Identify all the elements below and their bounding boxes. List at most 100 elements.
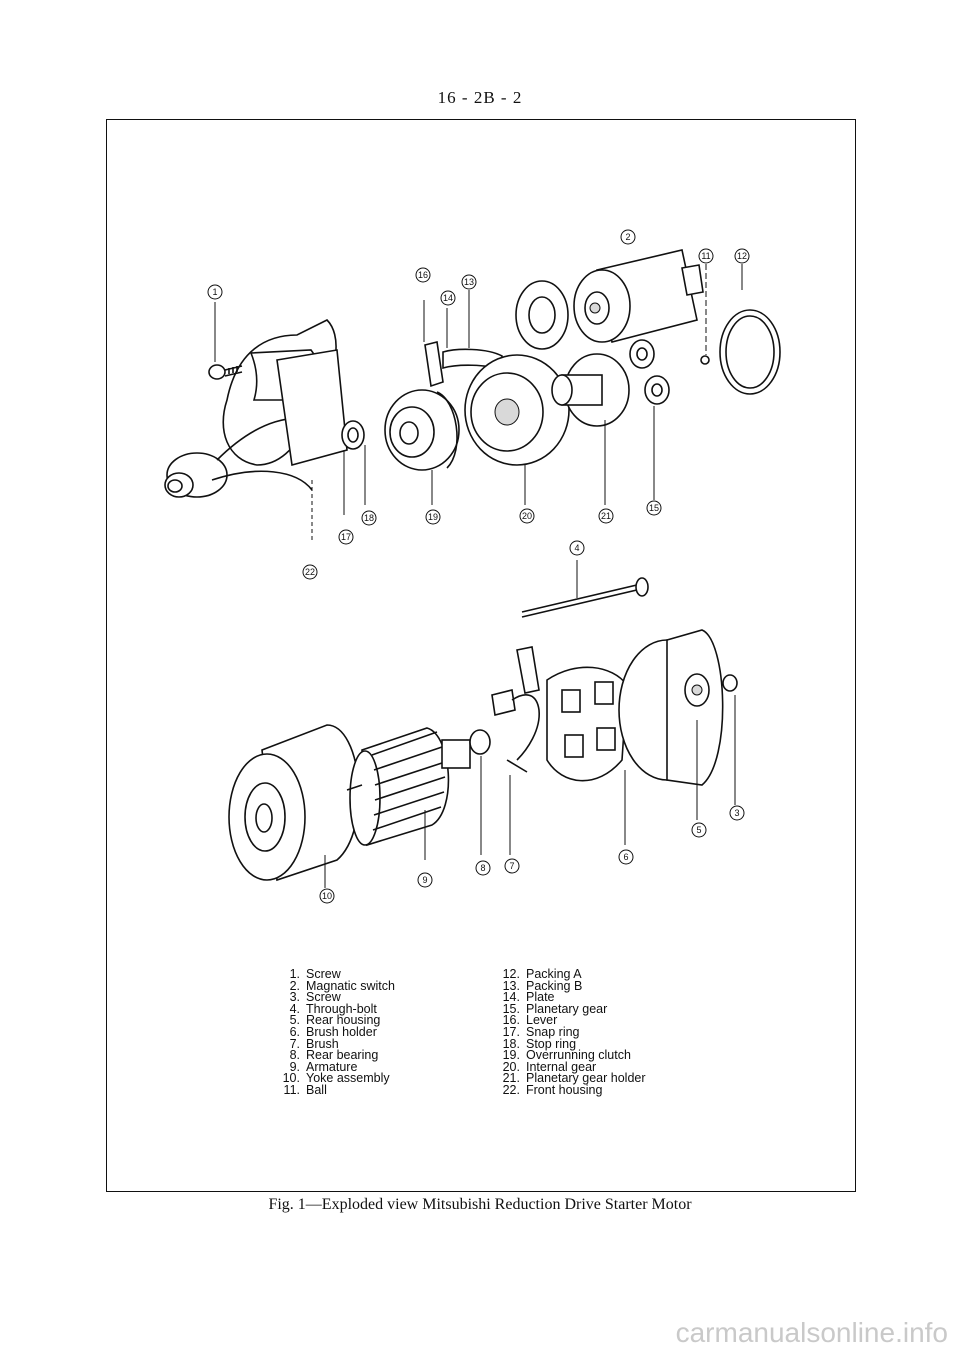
- callout-label-6: 6: [623, 852, 628, 862]
- magnetic-switch-drawing: [573, 249, 704, 343]
- legend-number: 18.: [502, 1036, 520, 1051]
- callout-label-22: 22: [305, 567, 315, 577]
- legend-label: Planetary gear holder: [526, 1071, 646, 1086]
- legend-number: 2.: [289, 978, 300, 993]
- legend-number: 6.: [289, 1024, 300, 1039]
- legend-item: 19.Overrunning clutch: [490, 1048, 710, 1063]
- legend-item: 11.Ball: [270, 1082, 490, 1097]
- legend-label: Brush holder: [306, 1024, 377, 1039]
- legend-item: 2.Magnatic switch: [270, 978, 490, 993]
- callout-label-8: 8: [480, 863, 485, 873]
- legend-label: Overrunning clutch: [526, 1048, 631, 1063]
- legend-label: Stop ring: [526, 1036, 577, 1051]
- rear-bearing-drawing: [469, 729, 491, 755]
- callout-label-10: 10: [322, 891, 332, 901]
- legend-number: 22.: [502, 1082, 520, 1097]
- screw-drawing: [208, 364, 243, 380]
- legend-item: 20.Internal gear: [490, 1061, 710, 1074]
- callout-label-12: 12: [737, 251, 747, 261]
- watermark: carmanualsonline.info: [675, 1317, 948, 1348]
- legend-number: 3.: [289, 990, 300, 1005]
- callout-12: 12: [734, 248, 750, 264]
- legend-item: 5. Rear housing: [270, 1013, 490, 1028]
- callout-18: 18: [361, 510, 377, 526]
- callout-5: 5: [691, 822, 707, 838]
- callout-label-19: 19: [428, 512, 438, 522]
- exploded-view-illustration: 1 2 3 4 5 6 7 8 9 10 11 12 13 14 15 16 1…: [164, 229, 781, 904]
- rear-screw-drawing: [722, 674, 738, 692]
- legend-number: 12.: [502, 967, 520, 981]
- legend-number: 14.: [502, 990, 520, 1005]
- legend-item: 15.Planetary gear: [490, 1003, 710, 1016]
- legend-number: 1.: [289, 967, 300, 981]
- legend-item: 8.Rear bearing: [270, 1049, 490, 1062]
- figure-frame: 1 2 3 4 5 6 7 8 9 10 11 12 13 14 15 16 1…: [106, 119, 856, 1192]
- callout-2: 2: [620, 229, 636, 245]
- legend-label: Packing A: [526, 967, 582, 981]
- legend-number: 7.: [289, 1036, 300, 1051]
- legend-item: 10.Yoke assembly: [270, 1071, 490, 1086]
- legend-label: Screw: [306, 990, 341, 1005]
- rear-housing-drawing: [618, 629, 724, 786]
- legend-item: 12. Packing A: [490, 967, 710, 981]
- callout-9: 9: [417, 872, 433, 888]
- legend-label: Rear housing: [306, 1013, 381, 1028]
- callout-1: 1: [207, 284, 223, 300]
- lever-drawing: [424, 341, 444, 388]
- callout-label-14: 14: [443, 293, 453, 303]
- legend-label: Through-bolt: [306, 1001, 377, 1016]
- ball-drawing: [700, 355, 710, 365]
- planetary-gear-holder-drawing: [551, 353, 630, 427]
- callout-3: 3: [729, 805, 745, 821]
- front-housing-drawing: [164, 319, 348, 498]
- callout-label-5: 5: [696, 825, 701, 835]
- callout-7: 7: [504, 858, 520, 874]
- legend-item: 9.Armature: [270, 1059, 490, 1074]
- legend-item: 22.Front housing: [490, 1082, 710, 1097]
- callout-10: 10: [319, 888, 335, 904]
- packing-ring-drawing: [719, 309, 781, 395]
- callout-4: 4: [569, 540, 585, 556]
- legend-number: 9.: [289, 1059, 300, 1074]
- legend-label: Packing B: [526, 978, 583, 993]
- callout-13: 13: [461, 274, 477, 290]
- callout-14: 14: [440, 290, 456, 306]
- callout-label-15: 15: [649, 503, 659, 513]
- figure-caption: Fig. 1—Exploded view Mitsubishi Reductio…: [268, 1196, 692, 1213]
- callout-6: 6: [618, 849, 634, 865]
- brush-drawing: [491, 646, 540, 773]
- legend-label: Snap ring: [526, 1024, 580, 1039]
- callout-22: 22: [302, 564, 318, 580]
- legend-column-left: 1. Screw 2.Magnatic switch 3. Screw 4.Thro…: [270, 967, 490, 1097]
- legend-item: 4.Through-bolt: [270, 1001, 490, 1016]
- legend-label: Ball: [306, 1082, 327, 1097]
- legend-item: 16. Lever: [490, 1013, 710, 1028]
- callout-label-1: 1: [212, 287, 217, 297]
- legend-number: 13.: [502, 978, 520, 993]
- legend-label: Screw: [306, 967, 341, 981]
- callout-label-11: 11: [701, 251, 710, 261]
- callout-label-2: 2: [625, 232, 630, 242]
- legend-label: Plate: [526, 990, 555, 1005]
- callout-label-13: 13: [464, 277, 474, 287]
- page-number: 16 - 2B - 2: [437, 88, 523, 107]
- legend-label: Yoke assembly: [306, 1071, 390, 1086]
- callout-15: 15: [646, 500, 662, 516]
- leader-lines: [214, 264, 743, 888]
- stop-ring-drawing: [341, 420, 365, 450]
- legend-item: 18. Stop ring: [490, 1036, 710, 1051]
- legend-item: 21.Planetary gear holder: [490, 1071, 710, 1086]
- legend-label: Lever: [526, 1013, 558, 1028]
- callout-label-16: 16: [418, 270, 428, 280]
- gasket-drawing: [515, 280, 569, 350]
- legend-number: 16.: [502, 1013, 520, 1028]
- callout-19: 19: [425, 509, 441, 525]
- planetary-gear-drawing: [629, 339, 670, 405]
- yoke-assembly-drawing: [228, 724, 360, 882]
- callout-label-3: 3: [734, 808, 739, 818]
- through-bolt-drawing: [521, 577, 649, 618]
- legend-number: 5.: [289, 1013, 300, 1028]
- callout-label-7: 7: [509, 861, 514, 871]
- legend-item: 3. Screw: [270, 990, 490, 1005]
- callout-label-17: 17: [341, 532, 351, 542]
